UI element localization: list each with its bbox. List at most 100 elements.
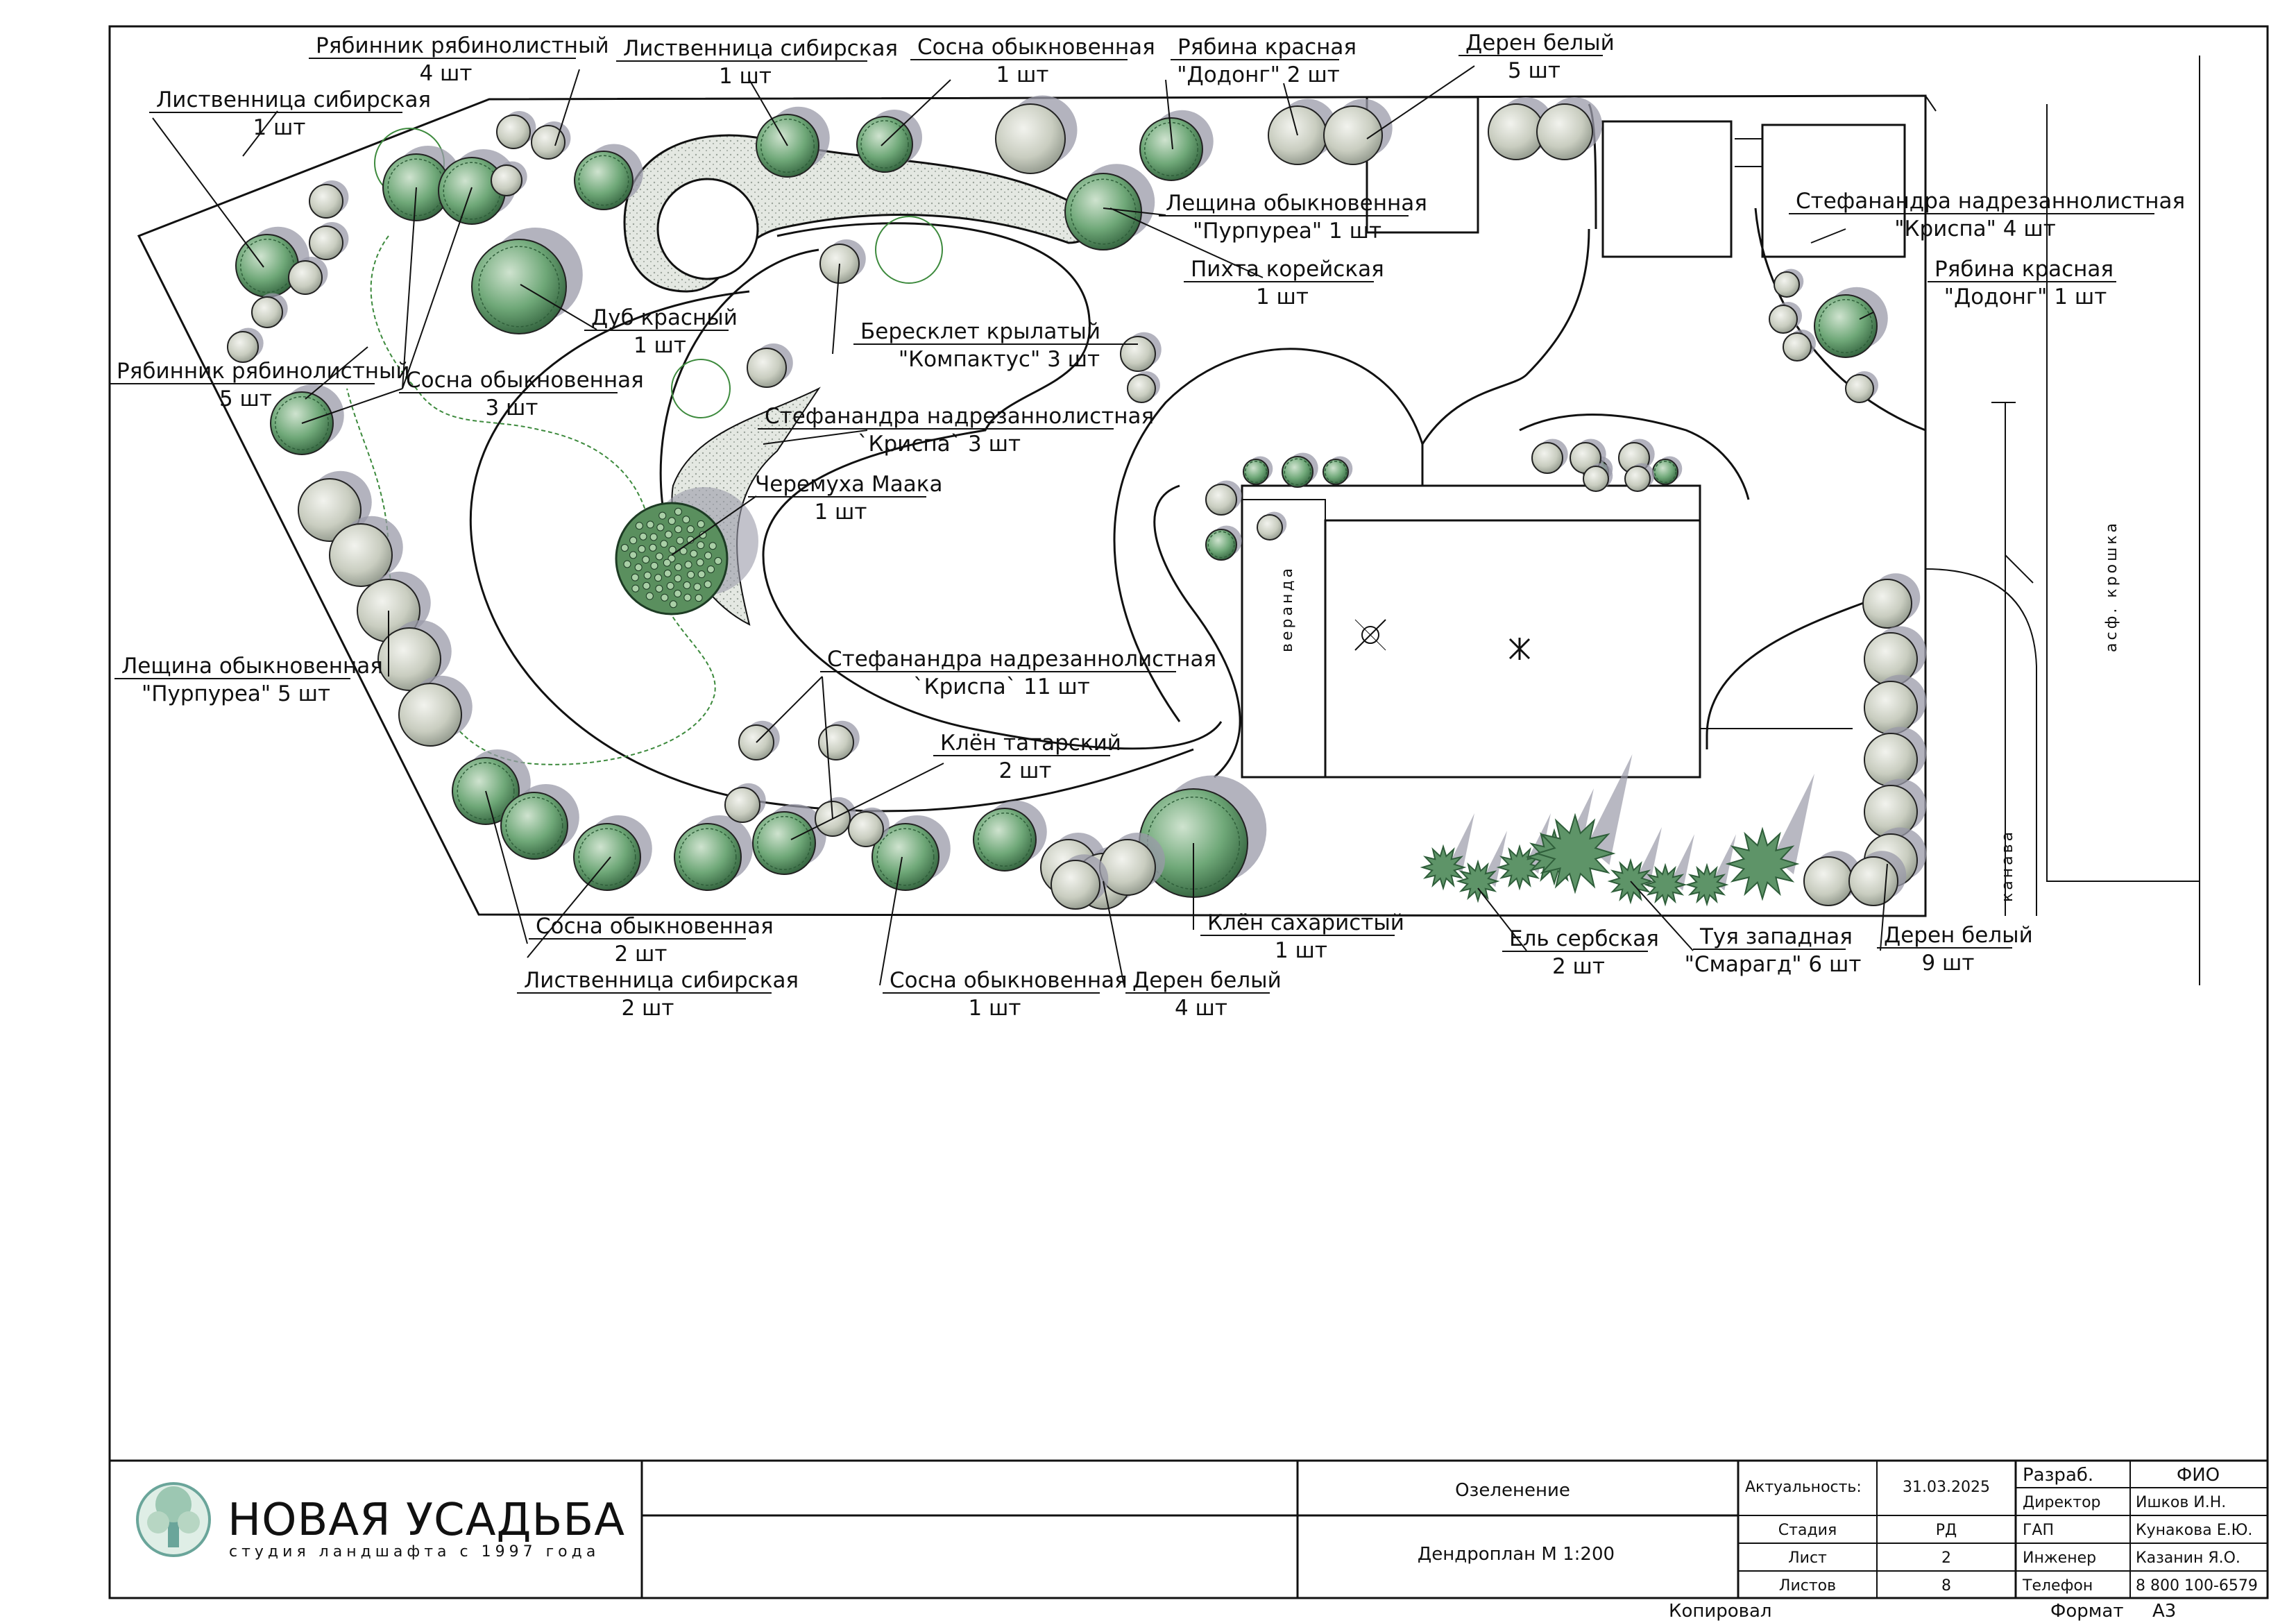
plant-label-stefanandra-11: Стефанандра надрезаннолистная`Криспа` 11… <box>820 647 1216 699</box>
deciduous-shrub-icon <box>724 783 766 823</box>
leader-line <box>1283 83 1298 136</box>
plant-label-leshchina-top: Лещина обыкновенная"Пурпуреа" 1 шт <box>1159 191 1427 244</box>
staff-header-role: Разраб. <box>2023 1465 2093 1486</box>
staff-name-engineer: Казанин Я.О. <box>2136 1549 2240 1567</box>
leader-line <box>763 430 868 445</box>
plant-label-listvennica-2: Лиственница сибирская 2 шт <box>517 968 799 1021</box>
deciduous-shrub-icon <box>1845 371 1878 403</box>
staff-name-director: Ишков И.Н. <box>2136 1494 2226 1511</box>
leader-line <box>554 69 580 146</box>
leader-line <box>1165 79 1173 150</box>
conifer-tree-icon <box>674 815 753 891</box>
plant-name: Лиственница сибирская <box>524 968 799 993</box>
leader-line <box>879 856 903 986</box>
deciduous-shrub-icon <box>1583 463 1613 492</box>
plant-quantity: 3 шт <box>485 396 538 420</box>
path-loop <box>1113 103 1926 722</box>
plant-quantity: `Криспа` 11 шт <box>913 674 1090 699</box>
deciduous-shrub-icon <box>995 95 1078 174</box>
title-block: НОВАЯ УСАДЬБА студия ландшафта с 1997 го… <box>136 1461 2268 1622</box>
format-value: А3 <box>2152 1601 2176 1622</box>
plant-name: Дерен белый <box>1465 31 1615 56</box>
conifer-tree-icon <box>1205 525 1242 561</box>
row-label-sheet: Лист <box>1788 1549 1827 1567</box>
plant-quantity: 1 шт <box>253 115 305 140</box>
spruce-icon <box>1456 831 1507 903</box>
plant-quantity: `Криспа` 3 шт <box>858 432 1021 457</box>
logo-title: НОВАЯ УСАДЬБА <box>228 1495 625 1546</box>
plant-quantity: 1 шт <box>1256 284 1309 309</box>
conifer-tree-icon <box>438 149 517 225</box>
plant-name: Дерен белый <box>1132 968 1282 993</box>
row-value-relevance: 31.03.2025 <box>1903 1479 1990 1496</box>
plant-name: Сосна обыкновенная <box>890 968 1128 993</box>
plant-name: Дерен белый <box>1884 923 2033 948</box>
deciduous-shrub-icon <box>309 180 349 219</box>
label-ditch: канава <box>1999 829 2016 902</box>
row-value-stage: РД <box>1936 1522 1957 1539</box>
deciduous-shrub-icon <box>1864 626 1927 686</box>
conifer-tree-icon <box>856 110 922 173</box>
path-veranda <box>1153 484 1881 779</box>
gravel-circle-center <box>656 178 759 280</box>
plant-quantity: 2 шт <box>621 996 674 1021</box>
house-marker-icon <box>1508 638 1531 660</box>
plant-quantity: "Додонг" 2 шт <box>1177 62 1340 87</box>
leader-line <box>881 79 951 146</box>
leader-line <box>305 346 368 400</box>
plant-name: Стефанандра надрезаннолистная <box>827 647 1216 672</box>
plant-quantity: "Пурпуреа" 5 шт <box>142 681 330 706</box>
leader-line <box>301 388 403 424</box>
plant-name: Рябинник рябинолистный <box>316 33 609 58</box>
plant-quantity: 1 шт <box>1275 938 1327 963</box>
plant-name: Клён татарский <box>940 731 1121 756</box>
leader-line <box>756 676 823 743</box>
deciduous-shrub-icon <box>1862 573 1921 629</box>
plant-label-stefanandra-3: Стефанандра надрезаннолистная`Криспа` 3 … <box>758 404 1154 457</box>
plant-name: Лиственница сибирская <box>156 87 431 112</box>
spruce-icon <box>1420 813 1474 891</box>
plant-quantity: 1 шт <box>996 62 1048 87</box>
plant-name: Дуб красный <box>591 305 738 330</box>
plantings-layer <box>227 95 1927 910</box>
deciduous-shrub-icon <box>1864 726 1927 787</box>
plant-name: Ель сербская <box>1509 926 1659 951</box>
spruce-icon <box>1643 834 1694 907</box>
leader-line <box>402 187 473 389</box>
plant-name: Сосна обыкновенная <box>406 368 644 393</box>
deciduous-shrub-icon <box>1531 439 1568 474</box>
row-value-sheets: 8 <box>1941 1577 1951 1595</box>
plant-label-sosna-3: Сосна обыкновенная 3 шт <box>399 368 644 420</box>
plant-name: Лещина обыкновенная <box>121 654 383 679</box>
conifer-tree-icon <box>1323 456 1353 485</box>
plant-quantity: 9 шт <box>1921 951 1974 976</box>
logo-subtitle: студия ландшафта с 1997 года <box>229 1543 599 1561</box>
plant-quantity: 1 шт <box>719 64 772 89</box>
leader-line <box>671 495 757 556</box>
hedge-circle <box>671 359 731 418</box>
leader-line <box>1103 881 1125 986</box>
deciduous-shrub-icon <box>848 807 890 847</box>
path-outer <box>469 248 1194 813</box>
row-value-sheet: 2 <box>1941 1549 1951 1567</box>
spruce-icon <box>1534 754 1633 894</box>
row-label-relevance: Актуальность: <box>1745 1479 1862 1496</box>
plant-quantity: 2 шт <box>998 758 1051 783</box>
plant-name: Сосна обыкновенная <box>536 914 774 939</box>
leader-line <box>152 117 264 268</box>
leader-line <box>790 763 944 840</box>
conifer-tree-icon <box>752 804 826 875</box>
leader-line <box>832 263 840 355</box>
plant-name: Лещина обыкновенная <box>1166 191 1427 216</box>
plant-quantity: "Криспа" 4 шт <box>1894 216 2056 241</box>
deciduous-shrub-icon <box>1783 330 1816 362</box>
road-right-edge <box>2046 104 2200 882</box>
veranda-deck <box>1241 499 1326 778</box>
deciduous-shrub-icon <box>398 675 473 747</box>
